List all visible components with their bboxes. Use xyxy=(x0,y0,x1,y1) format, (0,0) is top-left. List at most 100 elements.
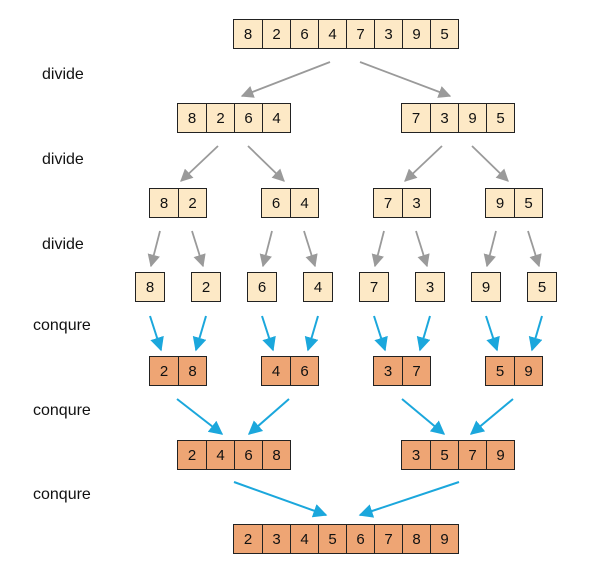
array-cell: 6 xyxy=(290,357,318,385)
arrow-d-to-leaf7 xyxy=(483,230,497,268)
arrow-root-to-left xyxy=(240,61,331,98)
array-leaf-4: 4 xyxy=(303,272,333,302)
divide-label-1: divide xyxy=(42,66,84,83)
arrow-m2d-to-m4r xyxy=(469,398,514,435)
array-cell: 3 xyxy=(374,357,402,385)
arrow-leaf1-to-m2a xyxy=(149,315,164,352)
divide-label-3: divide xyxy=(42,236,84,253)
conquer-label-1: conqure xyxy=(33,317,91,334)
array-cell: 6 xyxy=(234,441,262,469)
array-cell: 3 xyxy=(262,525,290,553)
array-cell: 8 xyxy=(178,104,206,132)
array-cell: 9 xyxy=(430,525,458,553)
array-cell: 9 xyxy=(514,357,542,385)
array-cell: 4 xyxy=(290,525,318,553)
array-cell: 8 xyxy=(234,20,262,48)
arrow-d-to-leaf8 xyxy=(527,230,542,268)
array-cell: 2 xyxy=(206,104,234,132)
array-cell: 6 xyxy=(248,273,276,301)
arrow-leaf8-to-m2d xyxy=(528,315,543,352)
array-cell: 3 xyxy=(402,441,430,469)
array-cell: 8 xyxy=(150,189,178,217)
arrow-m4l-to-result xyxy=(233,481,328,518)
array-cell: 5 xyxy=(514,189,542,217)
array-cell: 9 xyxy=(458,104,486,132)
arrow-l1r-to-d xyxy=(471,145,509,182)
array-leaf-6: 3 xyxy=(415,272,445,302)
array-cell: 9 xyxy=(486,441,514,469)
arrow-c-to-leaf5 xyxy=(371,230,385,268)
array-cell: 2 xyxy=(192,273,220,301)
array-cell: 4 xyxy=(290,189,318,217)
arrow-m2c-to-m4r xyxy=(401,398,446,435)
array-cell: 3 xyxy=(402,189,430,217)
array-cell: 7 xyxy=(360,273,388,301)
array-cell: 3 xyxy=(374,20,402,48)
array-leaf-2: 2 xyxy=(191,272,221,302)
array-cell: 8 xyxy=(262,441,290,469)
arrow-l1l-to-b xyxy=(247,145,285,182)
array-cell: 7 xyxy=(374,189,402,217)
arrow-c-to-leaf6 xyxy=(415,230,430,268)
array-cell: 2 xyxy=(262,20,290,48)
array-cell: 8 xyxy=(402,525,430,553)
arrow-leaf7-to-m2d xyxy=(485,315,500,352)
array-cell: 6 xyxy=(290,20,318,48)
array-leaf-1: 8 xyxy=(135,272,165,302)
arrow-leaf5-to-m2c xyxy=(373,315,388,352)
array-cell: 6 xyxy=(262,189,290,217)
array-cell: 3 xyxy=(430,104,458,132)
arrow-leaf2-to-m2a xyxy=(192,315,207,352)
array-cell: 2 xyxy=(150,357,178,385)
array-cell: 7 xyxy=(374,525,402,553)
array-leaf-3: 6 xyxy=(247,272,277,302)
array-cell: 7 xyxy=(458,441,486,469)
arrow-b-to-leaf3 xyxy=(259,230,273,268)
divide-label-2: divide xyxy=(42,151,84,168)
arrow-leaf3-to-m2b xyxy=(261,315,276,352)
arrow-m2a-to-m4l xyxy=(176,398,224,435)
array-cell: 7 xyxy=(402,104,430,132)
array-cell: 7 xyxy=(402,357,430,385)
array-cell: 9 xyxy=(486,189,514,217)
arrow-leaf4-to-m2b xyxy=(304,315,319,352)
array-cell: 2 xyxy=(178,441,206,469)
array-cell: 5 xyxy=(430,441,458,469)
array-cell: 9 xyxy=(402,20,430,48)
arrow-root-to-right xyxy=(359,61,452,98)
array-cell: 5 xyxy=(318,525,346,553)
array-leaf-7: 9 xyxy=(471,272,501,302)
array-cell: 9 xyxy=(472,273,500,301)
arrow-l1r-to-c xyxy=(404,145,443,182)
array-cell: 4 xyxy=(206,441,234,469)
array-cell: 4 xyxy=(304,273,332,301)
array-cell: 2 xyxy=(234,525,262,553)
array-cell: 4 xyxy=(318,20,346,48)
arrow-l1l-to-a xyxy=(180,145,219,182)
array-cell: 4 xyxy=(262,104,290,132)
array-leaf-5: 7 xyxy=(359,272,389,302)
arrow-a-to-leaf2 xyxy=(191,230,206,268)
array-cell: 2 xyxy=(178,189,206,217)
array-cell: 4 xyxy=(262,357,290,385)
array-cell: 6 xyxy=(346,525,374,553)
array-cell: 6 xyxy=(234,104,262,132)
conquer-label-3: conqure xyxy=(33,486,91,503)
array-cell: 5 xyxy=(430,20,458,48)
